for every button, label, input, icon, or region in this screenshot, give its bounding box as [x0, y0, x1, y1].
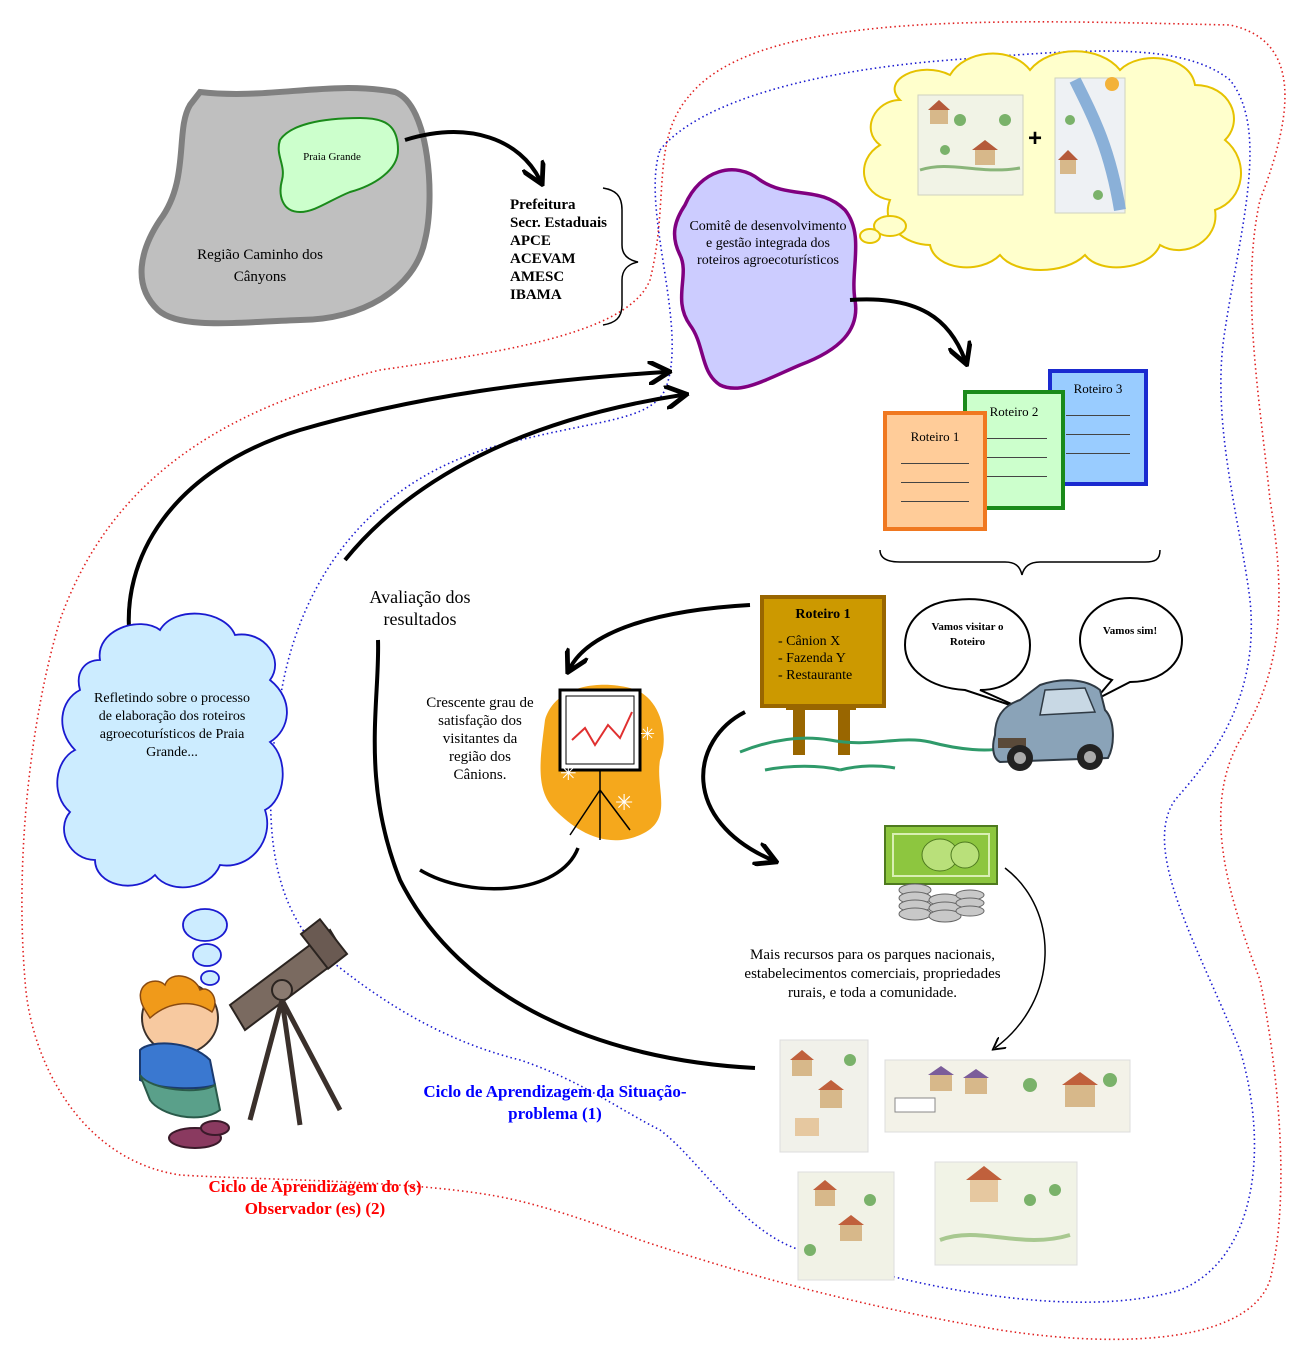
institutions-brace — [602, 187, 639, 326]
speech-right-text: Vamos sim! — [1102, 625, 1158, 637]
institution-item: Secr. Estaduais — [510, 215, 607, 231]
speech-bubble-left — [903, 598, 1032, 711]
community-drawing-4 — [934, 1161, 1078, 1266]
cycle2-boundary — [21, 21, 1286, 1341]
route-title: Roteiro 2 — [989, 404, 1039, 419]
route-title: Roteiro 1 — [910, 429, 960, 444]
community-drawing-3 — [797, 1171, 895, 1281]
village-drawing-1 — [917, 94, 1024, 196]
community-drawing-2 — [884, 1059, 1131, 1133]
sign-item: - Restaurante — [778, 668, 853, 683]
resources-label: Mais recursos para os parques nacionais,… — [744, 947, 1001, 1001]
committee-shape — [672, 168, 858, 390]
speech-left-text: Vamos visitar o Roteiro — [931, 621, 1004, 648]
route-sign: Roteiro 1 - Cânion X - Fazenda Y - Resta… — [760, 595, 886, 708]
car-illustration — [992, 679, 1114, 771]
cycle1-label: Ciclo de Aprendizagem da Situação-proble… — [423, 1082, 687, 1123]
reflection-label: Refletindo sobre o processo de elaboraçã… — [94, 691, 250, 760]
svg-text:✳: ✳ — [640, 724, 655, 745]
plus-sign: + — [1028, 125, 1043, 152]
institution-item: IBAMA — [510, 287, 562, 303]
svg-text:✳: ✳ — [615, 791, 633, 816]
svg-text:✳: ✳ — [560, 761, 577, 785]
village-drawing-2 — [1054, 77, 1126, 214]
institutions-list: Prefeitura Secr. Estaduais APCE ACEVAM A… — [510, 196, 607, 304]
institution-item: APCE — [510, 233, 551, 249]
region-label: Região Caminho dos Cânyons — [197, 247, 323, 285]
community-drawing-1 — [779, 1039, 869, 1153]
route-doc-1: Roteiro 1 — [883, 411, 987, 531]
sign-title: Roteiro 1 — [795, 607, 851, 622]
route-title: Roteiro 3 — [1073, 381, 1123, 396]
money-icon — [884, 825, 998, 923]
reflection-cloud — [56, 612, 288, 889]
sign-item: - Cânion X — [778, 634, 841, 649]
evaluation-label: Avaliação dos resultados — [369, 587, 471, 629]
sign-post-right — [838, 705, 850, 755]
sign-item: - Fazenda Y — [778, 651, 846, 666]
cycle2-label: Ciclo de Aprendizagem do (s) Observador … — [208, 1177, 422, 1218]
institution-item: AMESC — [510, 269, 565, 285]
sign-post-left — [793, 705, 805, 755]
praia-grande-shape — [277, 116, 400, 214]
speech-bubble-right — [1078, 596, 1184, 701]
observer-illustration — [139, 917, 349, 1149]
institution-item: Prefeitura — [510, 197, 576, 213]
committee-label: Comitê de desenvolvimento e gestão integ… — [689, 219, 847, 268]
routes-brace — [879, 549, 1161, 576]
satisfaction-label: Crescente grau de satisfação dos visitan… — [426, 695, 534, 783]
praia-grande-label: Praia Grande — [303, 151, 361, 163]
institution-item: ACEVAM — [510, 251, 576, 267]
